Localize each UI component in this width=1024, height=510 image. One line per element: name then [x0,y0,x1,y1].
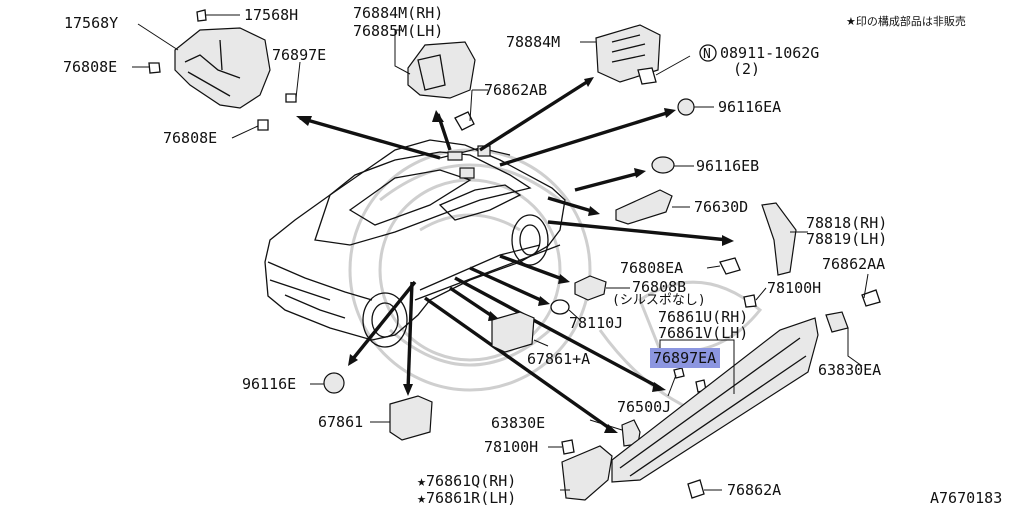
label-17568Y[interactable]: 17568Y [64,14,118,32]
part-shapes: N [148,9,881,501]
label-76808B-note: (シルスポなし) [612,293,706,308]
label-76808E-upper[interactable]: 76808E [63,58,117,76]
label-76884M[interactable]: 76884M(RH) [353,4,443,22]
non-sale-note: ★印の構成部品は非販売 [846,14,966,28]
car-illustration [264,139,566,348]
highlight-box [650,348,720,368]
label-76861V[interactable]: 76861V(LH) [658,324,748,342]
label-78884M[interactable]: 78884M [506,33,560,51]
nut-symbol: N [703,47,711,62]
label-78100H-lower[interactable]: 78100H [484,438,538,456]
label-76897E-upper[interactable]: 76897E [272,46,326,64]
label-76862AA[interactable]: 76862AA [822,255,885,273]
label-78100H-upper[interactable]: 78100H [767,279,821,297]
diagram-code: A7670183 [930,489,1002,507]
label-76500J[interactable]: 76500J [617,398,671,416]
label-76808E-lower[interactable]: 76808E [163,129,217,147]
label-96116EA[interactable]: 96116EA [718,98,781,116]
pointer-arrows [296,77,734,433]
label-76885M[interactable]: 76885M(LH) [353,22,443,40]
part-labels: 17568Y 17568H 76884M(RH) 76885M(LH) 7888… [63,4,1002,507]
label-76861Q[interactable]: ★76861Q(RH) [417,472,516,490]
label-63830EA[interactable]: 63830EA [818,361,881,379]
label-63830E[interactable]: 63830E [491,414,545,432]
label-76861U[interactable]: 76861U(RH) [658,308,748,326]
label-76808B[interactable]: 76808B [632,278,686,296]
label-76862AB[interactable]: 76862AB [484,81,547,99]
label-76897EA[interactable]: 76897EA [653,349,716,367]
label-17568H[interactable]: 17568H [244,6,298,24]
label-67861[interactable]: 67861 [318,413,363,431]
label-76808EA[interactable]: 76808EA [620,259,683,277]
label-67861A[interactable]: 67861+A [527,350,590,368]
label-76861R[interactable]: ★76861R(LH) [417,489,516,507]
label-08911[interactable]: 08911-1062G [720,44,819,62]
label-08911-qty: (2) [733,60,760,78]
label-76630D[interactable]: 76630D [694,198,748,216]
label-78819[interactable]: 78819(LH) [806,230,887,248]
label-78818[interactable]: 78818(RH) [806,214,887,232]
label-78110J[interactable]: 78110J [569,314,623,332]
label-96116EB[interactable]: 96116EB [696,157,759,175]
label-76862A[interactable]: 76862A [727,481,781,499]
label-96116E[interactable]: 96116E [242,375,296,393]
leader-lines [132,14,869,491]
